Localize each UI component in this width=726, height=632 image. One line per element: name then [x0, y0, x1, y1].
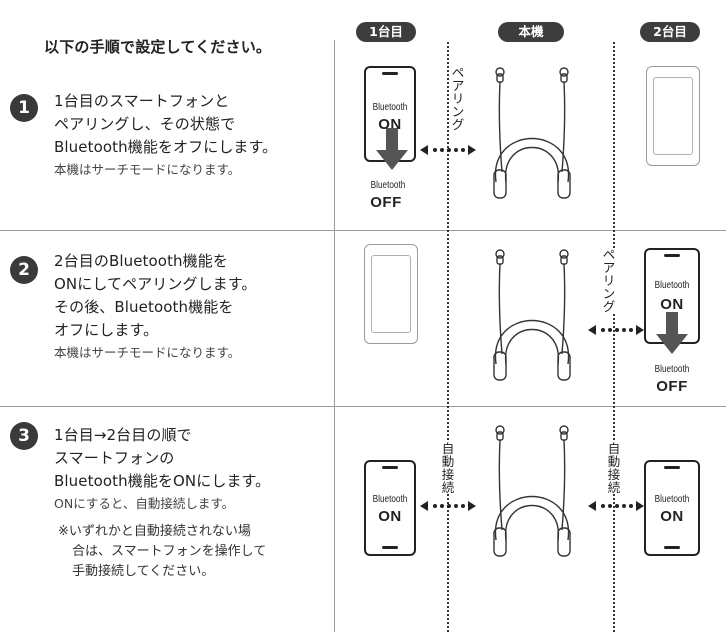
step-1-number: 1	[10, 94, 38, 122]
pairing-char: ン	[451, 104, 465, 119]
step-3-note: ※いずれかと自動接続されない場 合は、スマートフォンを操作して 手動接続してくだ…	[58, 522, 266, 582]
down-arrow-icon	[376, 128, 408, 170]
bluetooth-on-label: ON	[378, 508, 402, 525]
phone-first-step2	[364, 244, 418, 344]
auto-connect-char: 接	[607, 467, 621, 482]
auto-connect-char: 接	[441, 467, 455, 482]
step-3-line: Bluetooth機能をONにします。	[54, 472, 271, 490]
phone-speaker-icon	[664, 254, 680, 257]
step-2-line: 2台目のBluetooth機能を	[54, 252, 228, 270]
phone-screen	[371, 255, 411, 333]
auto-connect-char: 続	[441, 480, 455, 495]
pairing-char: ペ	[602, 247, 616, 262]
step-2-line: オフにします。	[54, 321, 159, 339]
phone-screen	[653, 77, 693, 155]
step-2-text: 2台目のBluetooth機能を ONにしてペアリングします。 その後、Blue…	[54, 250, 256, 342]
bluetooth-label: Bluetooth	[654, 280, 690, 291]
bluetooth-on-label: ON	[660, 508, 684, 525]
phone-speaker-icon	[664, 466, 680, 469]
phone-speaker-icon	[382, 466, 398, 469]
header-second-phone: 2台目	[640, 22, 700, 42]
phone-home-icon	[664, 546, 680, 549]
phone-first-step3: Bluetooth ON	[364, 460, 416, 556]
auto-connect-vertical-label: 自 動 接 続	[441, 442, 455, 494]
note-line: 手動接続してください。	[72, 564, 215, 579]
note-line: ※いずれかと自動接続されない場	[58, 524, 251, 539]
phone-speaker-icon	[382, 72, 398, 75]
connection-arrow-icon	[588, 325, 644, 335]
header-first-phone: 1台目	[356, 22, 416, 42]
bluetooth-label: Bluetooth	[654, 494, 690, 505]
neckband-headset-icon	[493, 425, 571, 557]
step-3-subtext: ONにすると、自動接続します。	[54, 496, 235, 511]
pairing-char: ペ	[451, 65, 465, 80]
step-3-line: 1台目→2台目の順で	[54, 426, 192, 444]
step-1-line: 1台目のスマートフォンと	[54, 92, 230, 110]
column-divider	[334, 40, 335, 632]
bluetooth-label: Bluetooth	[654, 364, 690, 375]
header-main-unit: 本機	[498, 22, 564, 42]
dotted-line-left	[447, 42, 449, 632]
pairing-char: グ	[451, 117, 465, 132]
pairing-char: ア	[451, 78, 465, 93]
pairing-vertical-label: ペ ア リ ン グ	[451, 66, 465, 131]
step-1-text: 1台目のスマートフォンと ペアリングし、その状態で Bluetooth機能をオフ…	[54, 90, 277, 159]
step-2-subtext: 本機はサーチモードになります。	[54, 345, 241, 360]
pairing-char: ア	[602, 260, 616, 275]
auto-connect-vertical-label: 自 動 接 続	[607, 442, 621, 494]
auto-connect-char: 自	[441, 441, 455, 456]
neckband-headset-icon	[493, 249, 571, 381]
pairing-char: ン	[602, 286, 616, 301]
step-1-line: ペアリングし、その状態で	[54, 115, 236, 133]
pairing-vertical-label: ペ ア リ ン グ	[602, 248, 616, 313]
bluetooth-off-label: OFF	[656, 378, 688, 395]
bluetooth-off-label: OFF	[370, 194, 402, 211]
step-2-line: ONにしてペアリングします。	[54, 275, 257, 293]
intro-heading: 以下の手順で設定してください。	[44, 38, 272, 56]
note-line: 合は、スマートフォンを操作して	[72, 544, 267, 559]
step-1-subtext: 本機はサーチモードになります。	[54, 162, 241, 177]
auto-connect-char: 動	[607, 454, 621, 469]
bluetooth-label: Bluetooth	[372, 102, 408, 113]
step-3-number: 3	[10, 422, 38, 450]
down-arrow-icon	[656, 312, 688, 354]
phone-second-step3: Bluetooth ON	[644, 460, 700, 556]
connection-arrow-icon	[420, 501, 476, 511]
auto-connect-char: 自	[607, 441, 621, 456]
pairing-char: リ	[602, 273, 616, 288]
connection-arrow-icon	[588, 501, 644, 511]
step-3-line: スマートフォンの	[54, 449, 175, 467]
row-divider-2	[0, 406, 726, 407]
auto-connect-char: 続	[607, 480, 621, 495]
neckband-headset-icon	[493, 67, 571, 199]
dotted-line-right	[613, 42, 615, 632]
pairing-char: リ	[451, 91, 465, 106]
auto-connect-char: 動	[441, 454, 455, 469]
step-2-number: 2	[10, 256, 38, 284]
step-2-line: その後、Bluetooth機能を	[54, 298, 234, 316]
connection-arrow-icon	[420, 145, 476, 155]
phone-second-step1	[646, 66, 700, 166]
row-divider-1	[0, 230, 726, 231]
pairing-char: グ	[602, 299, 616, 314]
bluetooth-on-label: ON	[660, 296, 684, 313]
bluetooth-label: Bluetooth	[372, 494, 408, 505]
bluetooth-label: Bluetooth	[370, 180, 406, 191]
step-1-line: Bluetooth機能をオフにします。	[54, 138, 278, 156]
step-3-text: 1台目→2台目の順で スマートフォンの Bluetooth機能をONにします。	[54, 424, 270, 493]
phone-home-icon	[382, 546, 398, 549]
